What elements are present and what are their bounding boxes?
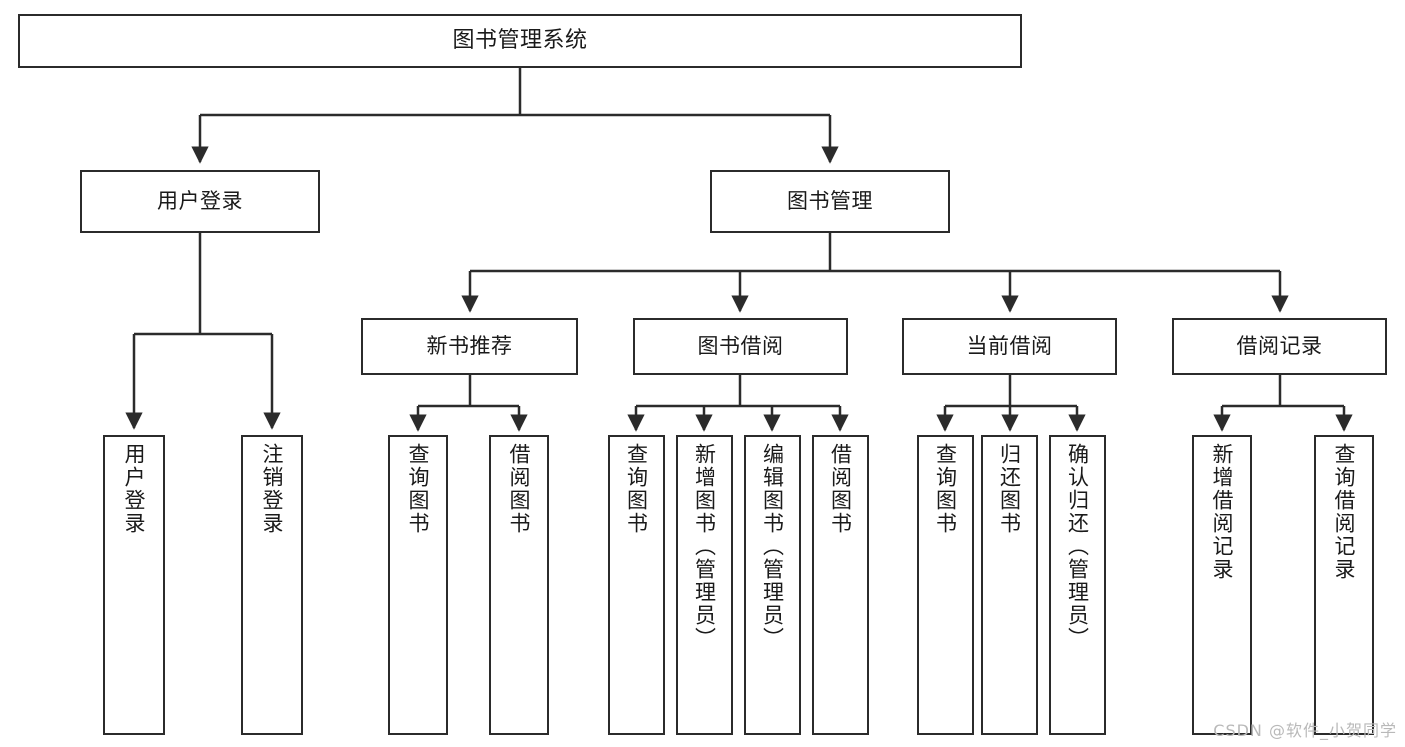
node-label: 图书管理 bbox=[787, 188, 873, 213]
node-user-login[interactable]: 用户登录 bbox=[80, 170, 320, 233]
node-label: 图书借阅 bbox=[697, 333, 784, 358]
node-leaf-add-borrow-record[interactable]: 新增借阅记录 bbox=[1192, 435, 1252, 735]
node-leaf-add-book-admin[interactable]: 新增图书（管理员） bbox=[676, 435, 733, 735]
node-label: 查询借阅记录 bbox=[1332, 443, 1357, 581]
node-book-borrow[interactable]: 图书借阅 bbox=[633, 318, 848, 375]
node-borrow-record[interactable]: 借阅记录 bbox=[1172, 318, 1387, 375]
node-label: 图书管理系统 bbox=[452, 27, 588, 53]
node-label: 新增图书（管理员） bbox=[692, 443, 717, 650]
node-label: 注销登录 bbox=[260, 443, 285, 535]
node-leaf-confirm-return-admin[interactable]: 确认归还（管理员） bbox=[1049, 435, 1106, 735]
node-current-borrow[interactable]: 当前借阅 bbox=[902, 318, 1117, 375]
node-leaf-edit-book-admin[interactable]: 编辑图书（管理员） bbox=[744, 435, 801, 735]
node-label: 查询图书 bbox=[933, 443, 958, 535]
node-book-management[interactable]: 图书管理 bbox=[710, 170, 950, 233]
node-leaf-query-book-borrow[interactable]: 查询图书 bbox=[608, 435, 665, 735]
node-leaf-logout[interactable]: 注销登录 bbox=[241, 435, 303, 735]
node-label: 当前借阅 bbox=[966, 333, 1053, 358]
node-label: 确认归还（管理员） bbox=[1065, 443, 1090, 650]
node-root-system[interactable]: 图书管理系统 bbox=[18, 14, 1022, 68]
node-label: 查询图书 bbox=[406, 443, 431, 535]
node-leaf-borrow-book-new[interactable]: 借阅图书 bbox=[489, 435, 549, 735]
node-label: 借阅图书 bbox=[828, 443, 853, 535]
node-label: 编辑图书（管理员） bbox=[760, 443, 785, 650]
node-label: 查询图书 bbox=[624, 443, 649, 535]
node-leaf-query-book-current[interactable]: 查询图书 bbox=[917, 435, 974, 735]
node-label: 用户登录 bbox=[122, 443, 147, 535]
node-leaf-query-book-new[interactable]: 查询图书 bbox=[388, 435, 448, 735]
node-leaf-return-book[interactable]: 归还图书 bbox=[981, 435, 1038, 735]
node-label: 新增借阅记录 bbox=[1210, 443, 1235, 581]
node-leaf-borrow-book[interactable]: 借阅图书 bbox=[812, 435, 869, 735]
node-label: 借阅图书 bbox=[507, 443, 532, 535]
node-label: 归还图书 bbox=[997, 443, 1022, 535]
node-leaf-user-login[interactable]: 用户登录 bbox=[103, 435, 165, 735]
node-label: 用户登录 bbox=[157, 188, 243, 213]
node-label: 新书推荐 bbox=[426, 333, 513, 358]
csdn-watermark: CSDN @软件_小贺同学 bbox=[1213, 721, 1397, 740]
node-new-book-recommend[interactable]: 新书推荐 bbox=[361, 318, 578, 375]
node-leaf-query-borrow-record[interactable]: 查询借阅记录 bbox=[1314, 435, 1374, 735]
node-label: 借阅记录 bbox=[1236, 333, 1323, 358]
